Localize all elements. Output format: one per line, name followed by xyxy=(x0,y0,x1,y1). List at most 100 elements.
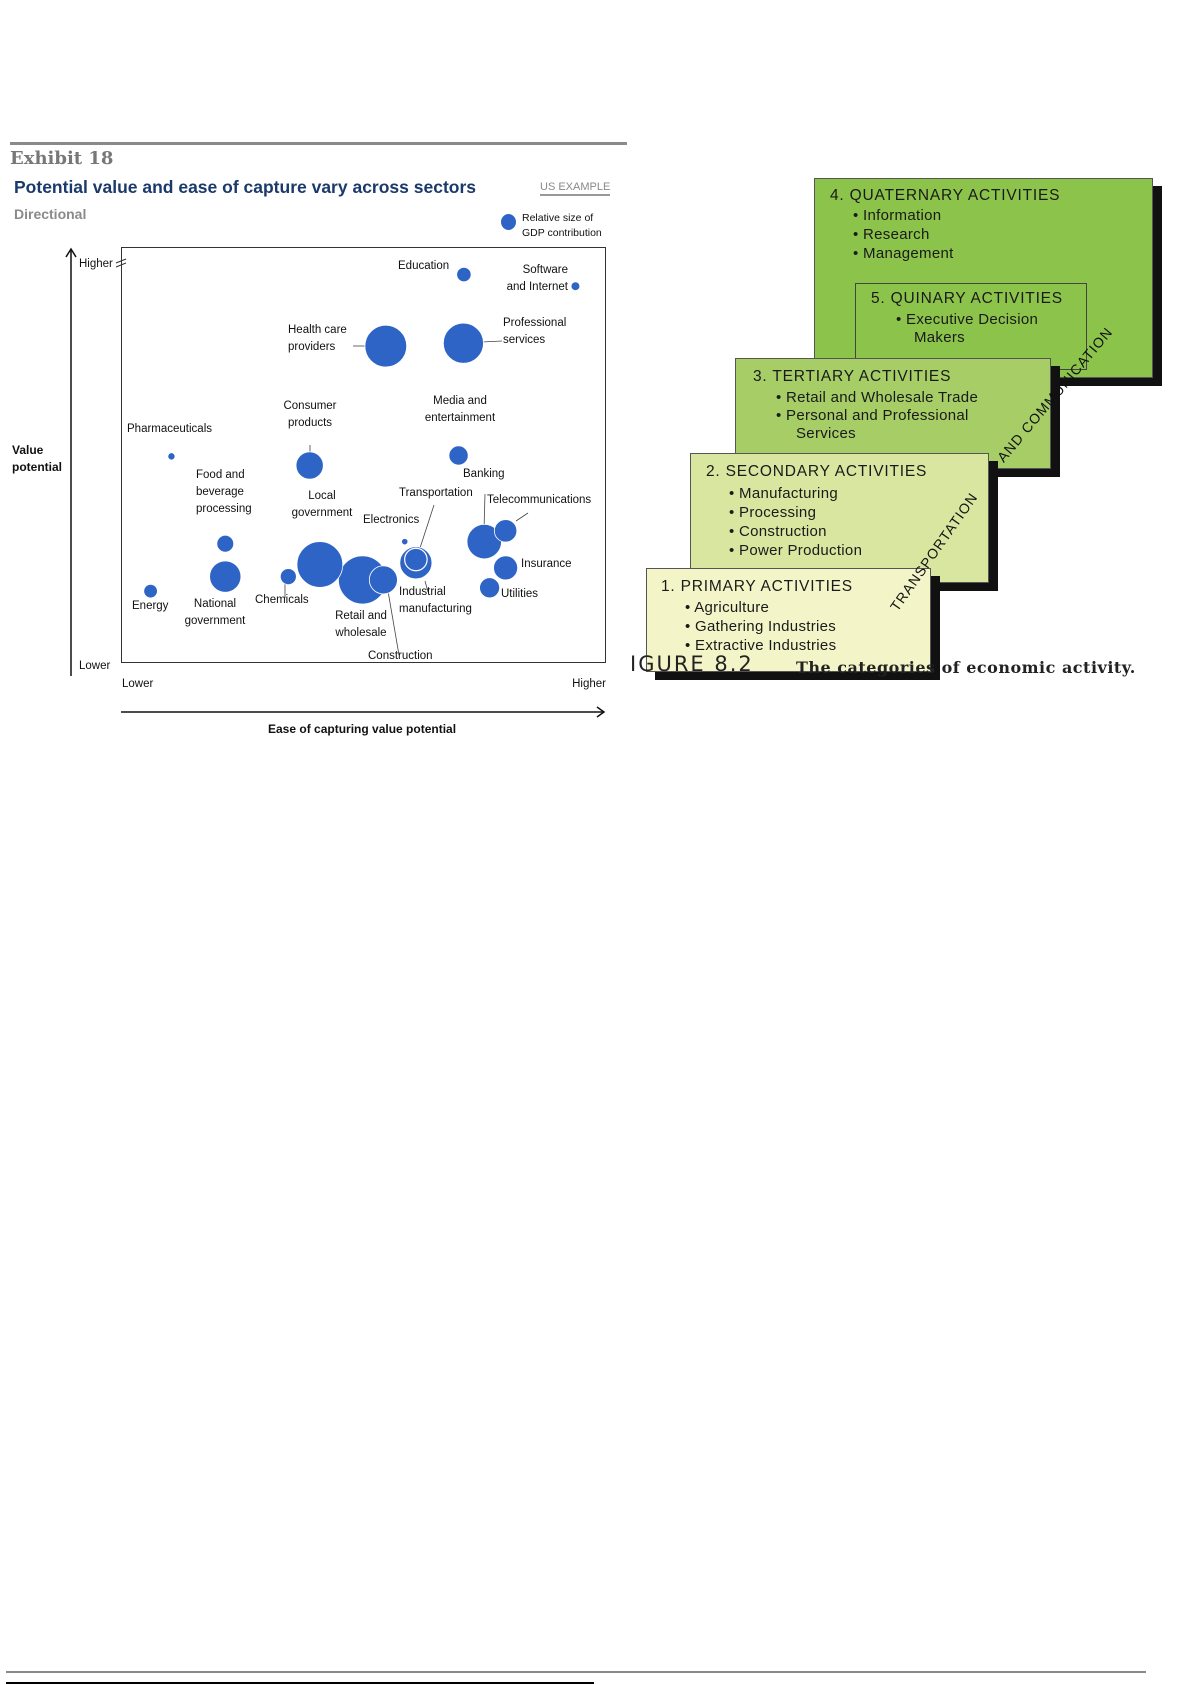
label-line: Retail and xyxy=(335,610,387,622)
bubble-transportation xyxy=(404,547,428,572)
label-line: Media and xyxy=(433,395,487,407)
label-food: Food and beverage processing xyxy=(196,467,252,518)
label-telecom: Telecommunications xyxy=(487,494,592,506)
label-professional: Professional services xyxy=(503,315,566,349)
label-consumer: Consumer products xyxy=(270,398,350,432)
primary-box: 1. PRIMARY ACTIVITIES • Agriculture • Ga… xyxy=(646,568,931,672)
label-line: Professional xyxy=(503,317,567,329)
legend-text: Relative size of GDP contribution xyxy=(522,212,602,239)
secondary-item: • Manufacturing xyxy=(729,485,838,502)
leader-construction xyxy=(387,590,400,656)
label-local-government: Local government xyxy=(282,488,362,522)
bubble-food-and-beverage-processing xyxy=(216,534,235,553)
bubble-national-government xyxy=(209,560,242,593)
label-national-government: National government xyxy=(175,596,255,630)
bubble-construction xyxy=(368,565,398,595)
label-line: services xyxy=(503,334,546,346)
label-energy: Energy xyxy=(132,600,169,612)
secondary-item: • Power Production xyxy=(729,542,863,559)
figure-label: IGURE 8.2 xyxy=(630,652,754,676)
label-electronics: Electronics xyxy=(363,514,420,526)
x-tick-higher: Higher xyxy=(572,678,606,690)
secondary-title: 2. SECONDARY ACTIVITIES xyxy=(706,463,928,480)
footer-rule xyxy=(6,1671,1146,1673)
axis-break-mark xyxy=(115,258,127,264)
bubble-consumer-products xyxy=(295,451,324,480)
quinary-item: • Executive Decision xyxy=(896,311,1039,328)
quaternary-item: • Research xyxy=(853,226,930,243)
y-axis-arrowhead xyxy=(65,247,77,258)
secondary-item: • Construction xyxy=(729,523,827,540)
bubble-pharmaceuticals xyxy=(167,452,176,461)
bubble-professional-services xyxy=(442,322,484,364)
label-banking: Banking xyxy=(463,468,505,480)
y-tick-higher: Higher xyxy=(79,258,113,270)
label-retail: Retail and wholesale xyxy=(328,608,394,642)
us-example-tag: US EXAMPLE xyxy=(540,181,611,196)
tertiary-item: • Retail and Wholesale Trade xyxy=(776,389,979,406)
quinary-item: Makers xyxy=(914,329,965,346)
label-utilities: Utilities xyxy=(501,588,539,600)
leader-telecom xyxy=(515,512,529,522)
quaternary-item: • Information xyxy=(853,207,942,224)
bubble-software-and-internet xyxy=(570,281,581,292)
bubble-chemicals xyxy=(279,568,297,586)
chart-overlay xyxy=(65,247,606,718)
primary-title: 1. PRIMARY ACTIVITIES xyxy=(661,578,853,595)
label-line: products xyxy=(287,417,333,429)
label-line: National xyxy=(193,598,237,610)
axis-break-mark xyxy=(115,262,127,268)
label-health-care: Health care providers xyxy=(288,322,347,356)
label-line: potential xyxy=(12,460,62,474)
primary-item: • Gathering Industries xyxy=(685,618,837,635)
bubble-energy xyxy=(143,583,158,599)
label-line: Consumer xyxy=(283,400,337,412)
quaternary-title: 4. QUATERNARY ACTIVITIES xyxy=(830,187,1061,204)
label-construction: Construction xyxy=(368,650,433,662)
exhibit-top-rule xyxy=(10,142,627,145)
figure-caption: The categories of economic activity. xyxy=(796,658,1136,677)
label-line: Industrial xyxy=(399,586,446,598)
label-line: Local xyxy=(308,490,336,502)
label-line: government xyxy=(184,615,246,627)
label-pharmaceuticals: Pharmaceuticals xyxy=(127,423,213,435)
tertiary-item: Services xyxy=(796,425,856,442)
footer-rule-dark xyxy=(6,1682,594,1684)
quaternary-item: • Management xyxy=(853,245,954,262)
label-line: Food and xyxy=(196,469,245,481)
label-line: government xyxy=(291,507,353,519)
leader-industrial xyxy=(424,580,429,593)
bubble-telecommunications xyxy=(493,519,518,543)
label-line: beverage xyxy=(196,486,244,498)
bubble-health-care-providers xyxy=(364,324,408,368)
label-line: Value xyxy=(12,443,44,457)
x-tick-lower: Lower xyxy=(122,678,154,690)
primary-item: • Extractive Industries xyxy=(685,637,837,654)
legend-bubble xyxy=(501,214,516,230)
secondary-item: • Processing xyxy=(729,504,817,521)
quinary-box: 5. QUINARY ACTIVITIES • Executive Decisi… xyxy=(855,283,1087,370)
label-line: providers xyxy=(288,341,336,353)
y-axis-title: Value potential xyxy=(12,442,62,476)
bubble-insurance xyxy=(493,555,519,581)
x-axis-arrowhead xyxy=(596,706,606,718)
tertiary-box: 3. TERTIARY ACTIVITIES • Retail and Whol… xyxy=(735,358,1051,469)
label-line: entertainment xyxy=(424,412,496,424)
quinary-title: 5. QUINARY ACTIVITIES xyxy=(871,290,1063,307)
chart-subtitle: Directional xyxy=(14,206,87,222)
tertiary-item: • Personal and Professional xyxy=(776,407,969,424)
leader-transportation xyxy=(419,504,435,549)
plot-area xyxy=(121,247,606,663)
label-transportation: Transportation xyxy=(399,487,473,499)
bubble-local-government xyxy=(296,541,344,588)
label-insurance: Insurance xyxy=(521,558,572,570)
bubble-electronics xyxy=(401,538,409,546)
label-line: Health care xyxy=(288,324,347,336)
label-line: processing xyxy=(196,503,252,515)
y-tick-lower: Lower xyxy=(79,660,111,672)
label-chemicals: Chemicals xyxy=(255,594,309,606)
label-line: wholesale xyxy=(335,627,387,639)
quaternary-box: 4. QUATERNARY ACTIVITIES • Information •… xyxy=(814,178,1153,378)
label-line: and Internet xyxy=(506,281,568,293)
